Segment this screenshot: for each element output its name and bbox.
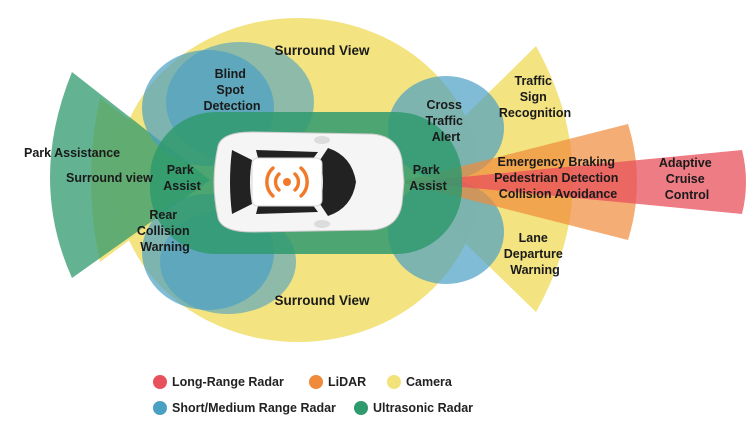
legend: Long-Range Radar LiDAR Camera Short/Medi…	[153, 375, 473, 415]
label-surround-view-top: Surround View	[274, 43, 370, 58]
car	[213, 131, 405, 233]
legend-swatch	[153, 401, 167, 415]
car-windshield	[320, 148, 356, 216]
label-lane-departure: Lane Departure Warning	[504, 231, 567, 277]
legend-label: Ultrasonic Radar	[373, 401, 473, 415]
car-mirror-top	[314, 136, 330, 144]
car-rear-glass	[230, 150, 252, 214]
legend-label: Camera	[406, 375, 453, 389]
zone-labels: Surround View Surround View Blind Spot D…	[24, 43, 715, 308]
legend-item-ultrasonic-radar: Ultrasonic Radar	[354, 401, 473, 415]
legend-swatch	[309, 375, 323, 389]
legend-label: Long-Range Radar	[172, 375, 284, 389]
legend-swatch	[153, 375, 167, 389]
ultrasonic-rear-fan	[50, 72, 210, 278]
label-rear-collision: Rear Collision Warning	[137, 208, 193, 254]
legend-item-long-range-radar: Long-Range Radar	[153, 375, 284, 389]
label-emergency: Emergency Braking Pedestrian Detection C…	[494, 155, 622, 201]
label-park-assistance: Park Assistance	[24, 146, 120, 160]
label-cross-traffic: Cross Traffic Alert	[426, 98, 467, 144]
label-park-assist-rear: Park Assist	[163, 163, 201, 193]
legend-item-lidar: LiDAR	[309, 375, 366, 389]
long-range-radar-fan	[410, 150, 746, 214]
label-traffic-sign: Traffic Sign Recognition	[499, 74, 571, 120]
label-blind-spot: Blind Spot Detection	[204, 67, 261, 113]
legend-item-camera: Camera	[387, 375, 453, 389]
legend-swatch	[387, 375, 401, 389]
wifi-signal-icon	[265, 166, 309, 198]
legend-label: LiDAR	[328, 375, 366, 389]
legend-label: Short/Medium Range Radar	[172, 401, 336, 415]
label-adaptive-cruise: Adaptive Cruise Control	[659, 156, 715, 202]
label-surround-view-left: Surround view	[66, 171, 153, 185]
legend-item-short-medium-radar: Short/Medium Range Radar	[153, 401, 336, 415]
legend-swatch	[354, 401, 368, 415]
label-surround-view-bottom: Surround View	[274, 293, 370, 308]
car-mirror-bottom	[314, 220, 330, 228]
label-park-assist-front: Park Assist	[409, 163, 447, 193]
